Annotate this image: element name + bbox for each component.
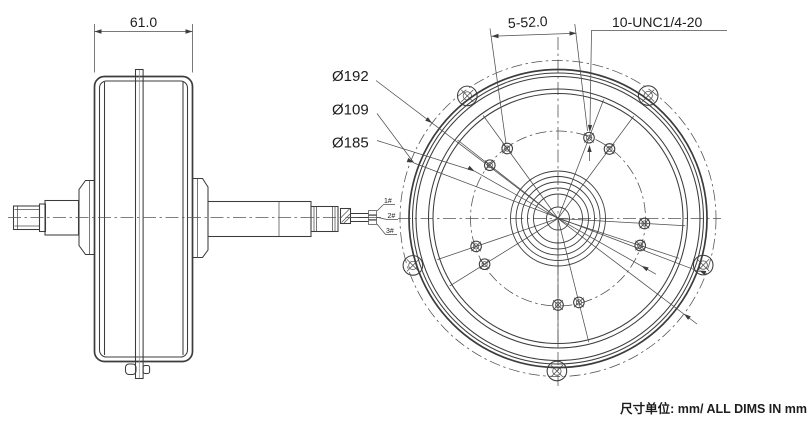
- bolt-hole: [478, 258, 491, 271]
- dia-outer-label: Ø192: [332, 68, 369, 85]
- width-dim-label: 61.0: [130, 14, 157, 30]
- bolt-hole: [552, 299, 564, 311]
- units-note: 尺寸单位: mm/ ALL DIMS IN mm: [620, 401, 807, 416]
- bolt-holes: [470, 131, 651, 311]
- dia-bolt-label: Ø185: [332, 135, 369, 152]
- hub-rings: [510, 170, 606, 267]
- mounting-ear: [637, 85, 659, 106]
- dimension-hole-spacing: 5-52.0: [489, 13, 588, 144]
- clamp-band: [124, 68, 151, 380]
- band-clamp-bolt: [124, 363, 137, 376]
- thread-callout: 10-UNC1/4-20: [587, 14, 727, 161]
- wire-label-3: 3#: [386, 228, 394, 235]
- axle-threaded-section: [310, 205, 339, 233]
- wire-label-1: 1#: [384, 198, 392, 205]
- wire-label-2: 2#: [388, 213, 396, 220]
- dimension-width-61: 61.0: [94, 14, 193, 73]
- bolt-hole: [603, 143, 616, 155]
- hole-spacing-label: 5-52.0: [507, 13, 548, 31]
- bolt-hole: [583, 131, 595, 144]
- left-shaft: [12, 199, 80, 236]
- bolt-hole: [501, 142, 514, 155]
- bolt-hole: [638, 217, 651, 230]
- right-axle: [207, 200, 377, 238]
- housing-rings: [399, 60, 717, 377]
- bolt-hole: [573, 296, 585, 309]
- diameter-dimensions: Ø192 Ø109 Ø185: [332, 68, 707, 325]
- mounting-ears: [402, 85, 714, 382]
- thread-callout-label: 10-UNC1/4-20: [612, 14, 702, 30]
- bolt-hole: [634, 239, 647, 252]
- cable-gland: [339, 207, 352, 225]
- right-hub-flange: [193, 177, 209, 259]
- side-view: 1# 2# 3# 61.0: [8, 14, 398, 380]
- dia-inner-label: Ø109: [332, 102, 369, 119]
- bolt-hole: [483, 159, 496, 172]
- front-view: Ø192 Ø109 Ø185 5-52.0: [332, 13, 727, 386]
- bolt-hole: [470, 240, 482, 253]
- wire-labels: 1# 2# 3#: [376, 198, 398, 235]
- phantom-circle: [399, 60, 717, 377]
